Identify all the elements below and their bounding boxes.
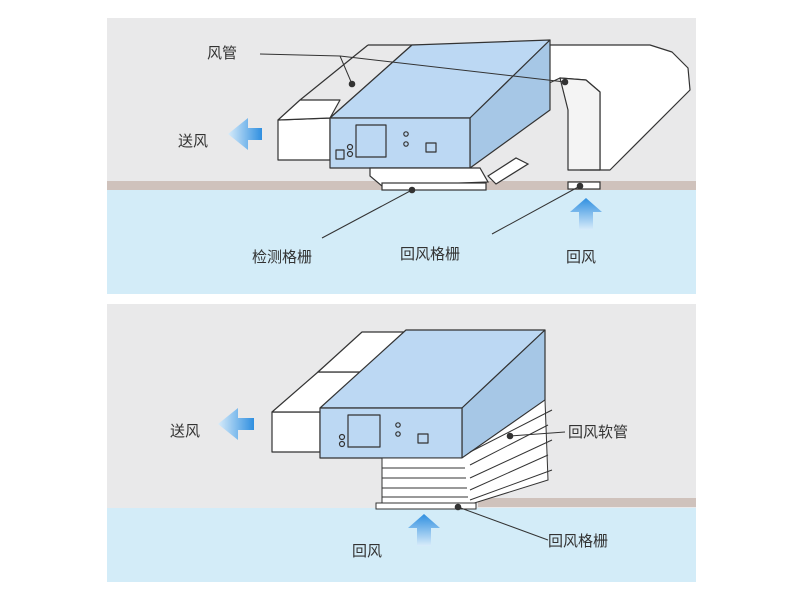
return-air-label: 回风 (566, 248, 596, 266)
return-flex-duct-label: 回风软管 (568, 423, 628, 441)
return-flex-duct (375, 399, 553, 510)
return-grille-label: 回风格栅 (400, 245, 460, 263)
bottom-unit (319, 329, 546, 459)
top-leader-lines (259, 53, 584, 239)
return-grille-label: 回风格栅 (548, 532, 608, 550)
duct-label: 风管 (207, 44, 237, 62)
top-ceiling-left (107, 181, 382, 190)
return-air-label: 回风 (352, 542, 382, 560)
arrow-left-icon (218, 408, 254, 440)
arrow-left-icon (228, 118, 262, 150)
top-unit (329, 39, 551, 169)
bottom-room-area (107, 508, 696, 582)
bottom-leader-lines (454, 431, 566, 541)
bottom-panel: 送风 回风软管 回风 回风格栅 (107, 304, 696, 582)
top-panel: 风管 送风 检测格栅 回风格栅 回风 (107, 18, 696, 294)
supply-air-label: 送风 (170, 422, 200, 440)
bottom-ceiling-right (478, 498, 696, 507)
top-grilles (369, 157, 601, 191)
top-room-area (107, 190, 696, 294)
access-grille-label: 检测格栅 (252, 248, 312, 266)
supply-air-label: 送风 (178, 132, 208, 150)
arrow-up-icon (570, 198, 602, 230)
arrow-up-icon (408, 514, 440, 546)
